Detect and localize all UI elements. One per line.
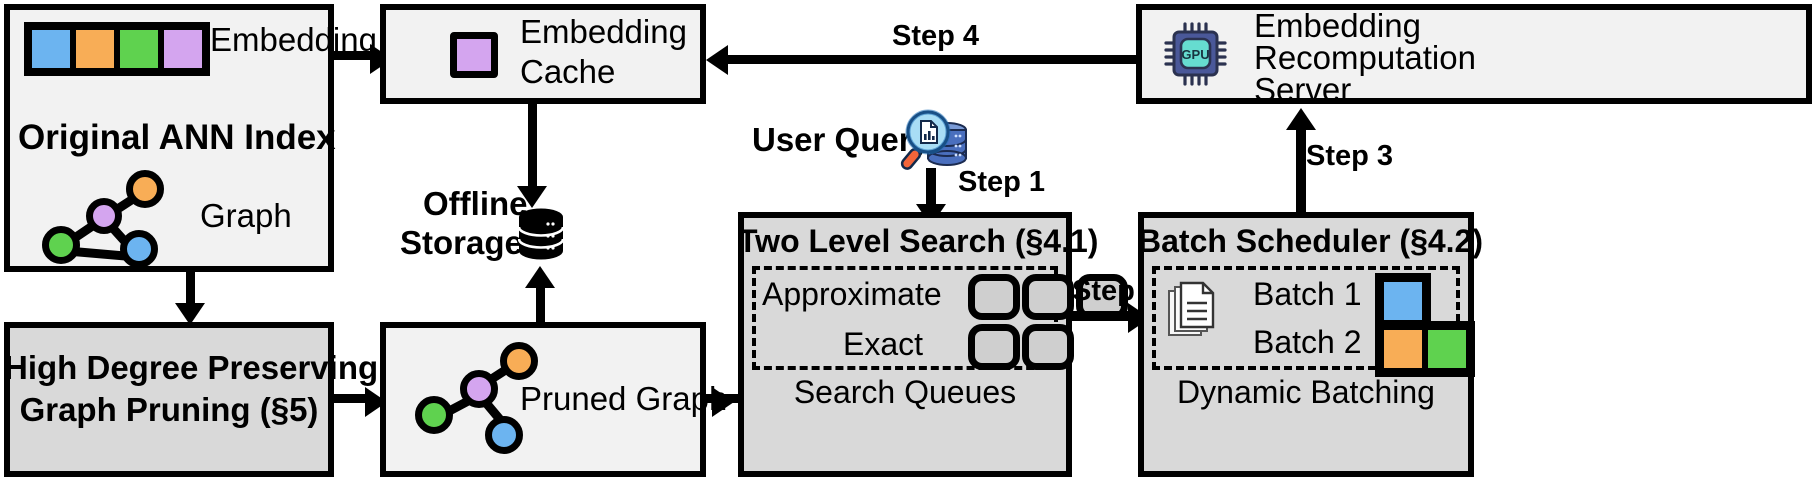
step3-label: Step 3	[1306, 140, 1394, 172]
graph-node-blue	[120, 230, 158, 268]
step4-label: Step 4	[892, 20, 980, 52]
magnifier-database-icon	[898, 104, 970, 174]
arrow-pruning-to-pruned-line	[334, 394, 370, 403]
recomputation-server-line2: Recomputation	[1254, 39, 1476, 76]
embedding-cache-line1: Embedding	[520, 13, 687, 50]
batch-2-items	[1375, 321, 1475, 377]
graph-label: Graph	[200, 197, 292, 234]
graph-node-green	[42, 226, 80, 264]
embedding-cell-green	[117, 27, 161, 71]
queue-slot	[1022, 324, 1074, 370]
arrow-index-to-cache-line	[334, 51, 376, 60]
offline-storage-line2: Storage	[400, 224, 523, 261]
recomputation-server-line1: Embedding	[1254, 7, 1421, 44]
two-level-search-title: Two Level Search (§4.1)	[738, 223, 1099, 259]
exact-row-label: Exact	[843, 326, 924, 362]
pruned-graph-visual	[405, 338, 538, 456]
graph-pruning-box	[4, 322, 334, 477]
graph-pruning-line1: High Degree Preserving	[4, 349, 379, 386]
recomputation-server-line3: Server	[1254, 71, 1352, 108]
arrow-pruned-to-storage-line	[536, 288, 545, 330]
step1-label: Step 1	[958, 166, 1046, 198]
step3-arrow-line	[1296, 130, 1306, 212]
svg-text:GPU: GPU	[1181, 47, 1209, 62]
dynamic-batching-footer: Dynamic Batching	[1177, 374, 1435, 410]
offline-storage-line1: Offline	[423, 185, 528, 222]
embedding-cell-blue	[29, 27, 73, 71]
pruned-graph-label: Pruned Graph	[520, 380, 728, 417]
graph-pruning-line2: Graph Pruning (§5)	[19, 391, 319, 428]
graph-node-orange	[500, 342, 538, 380]
arrow-index-to-pruning-line	[186, 272, 195, 308]
database-cylinder-icon	[517, 208, 565, 260]
arrow-cache-to-storage-head	[517, 186, 547, 208]
dynamic-batching-panel	[1152, 266, 1460, 370]
search-queues-footer: Search Queues	[793, 374, 1017, 410]
arrow-index-to-pruning-head	[175, 303, 205, 325]
graph-node-orange	[126, 170, 164, 208]
approximate-row-label: Approximate	[762, 276, 942, 312]
batch-1-label: Batch 1	[1253, 276, 1362, 312]
embedding-cell-purple	[161, 27, 205, 71]
arrow-cache-to-storage-line	[528, 104, 537, 190]
batch-item-orange	[1381, 327, 1425, 371]
graph-node-purple	[460, 370, 498, 408]
batch-scheduler-title: Batch Scheduler (§4.2)	[1138, 223, 1483, 259]
graph-node-blue	[485, 416, 523, 454]
embedding-cache-icon	[450, 32, 498, 78]
documents-stack-icon	[1165, 281, 1219, 343]
embedding-color-strip	[24, 22, 210, 76]
arrow-pruned-to-search-head	[712, 387, 734, 417]
batch-2-label: Batch 2	[1253, 324, 1362, 360]
step1-arrow-line	[926, 168, 936, 208]
embedding-cache-box	[380, 4, 706, 104]
original-ann-index-title: Original ANN Index	[18, 118, 336, 157]
arrow-pruned-to-storage-head	[525, 266, 555, 288]
step2-arrow-line	[1072, 311, 1134, 321]
step4-arrow-line	[728, 55, 1138, 64]
gpu-chip-icon: GPU	[1163, 22, 1229, 86]
queue-slot	[968, 324, 1020, 370]
embedding-cache-line2: Cache	[520, 53, 616, 90]
batch-1-items	[1375, 273, 1431, 329]
queue-slot	[1022, 274, 1074, 320]
graph-node-purple	[86, 198, 122, 234]
step4-arrow-head	[706, 45, 728, 75]
batch-item-green	[1425, 327, 1469, 371]
recomputation-server-box	[1136, 4, 1812, 104]
ann-index-graph	[40, 168, 170, 268]
queue-slot	[968, 274, 1020, 320]
embedding-cell-orange	[73, 27, 117, 71]
exact-slots	[968, 324, 1076, 370]
step3-arrow-head	[1286, 108, 1316, 130]
batch-item-blue	[1381, 279, 1425, 323]
graph-node-green	[415, 396, 453, 434]
